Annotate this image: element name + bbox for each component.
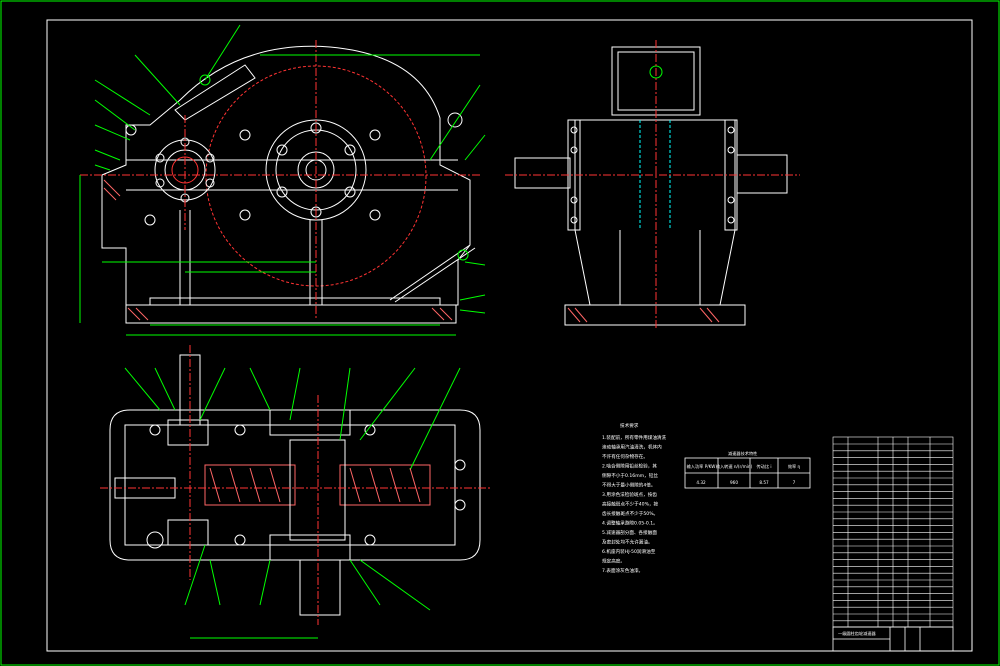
note-line: 齿长接触斑点不少于50%。 bbox=[602, 510, 658, 517]
notes-title: 技术要求 bbox=[620, 422, 639, 429]
spec-header-cell: 传动比 i bbox=[756, 463, 771, 470]
front-view bbox=[79, 24, 486, 336]
note-line: 4.调整轴承游隙0.05-0.1。 bbox=[602, 520, 658, 527]
note-line: 7.表面涂灰色油漆。 bbox=[602, 567, 643, 574]
note-line: 5.减速器剖分面、各接触面 bbox=[602, 529, 657, 536]
spec-header-cell: 输入功率 P/KW bbox=[687, 463, 716, 470]
note-line: 2.啮合侧隙用铅丝检验，其 bbox=[602, 463, 657, 470]
technical-notes: 技术要求 1.装配前，所有零件用煤油清洗滚动轴承用汽油清洗，机体内不许有任何杂物… bbox=[602, 422, 667, 574]
note-line: 侧隙不小于0.16mm，铅丝 bbox=[602, 472, 658, 479]
spec-header-cell: 效率 η bbox=[788, 463, 801, 470]
spec-value-cell: 4.32 bbox=[696, 480, 706, 485]
parts-list bbox=[832, 436, 954, 628]
title-block: 一级圆柱齿轮减速器 bbox=[832, 626, 954, 652]
note-line: 1.装配前，所有零件用煤油清洗 bbox=[602, 434, 667, 441]
note-line: 不得大于最小侧隙的4倍。 bbox=[602, 482, 655, 489]
note-line: 及密封处均不允许漏油。 bbox=[602, 539, 653, 546]
spec-table-title: 减速器技术特性 bbox=[728, 450, 757, 457]
spec-value-cell: 7 bbox=[793, 480, 796, 485]
note-line: 规定高度。 bbox=[602, 558, 625, 565]
note-line: 3.用涂色法检验斑点，按齿 bbox=[602, 491, 657, 498]
side-view bbox=[505, 40, 800, 330]
spec-value-cell: 8.57 bbox=[759, 480, 769, 485]
spec-value-cell: 960 bbox=[730, 480, 738, 485]
note-line: 6.机座内装HJ-50润滑油至 bbox=[602, 548, 656, 555]
note-line: 高接触斑点不少于40%，按 bbox=[602, 501, 659, 508]
spec-header-cell: 输入转速 n/(r/min) bbox=[716, 463, 753, 470]
note-line: 不许有任何杂物存在。 bbox=[602, 453, 648, 460]
note-line: 滚动轴承用汽油清洗，机体内 bbox=[602, 444, 662, 451]
title-block-name: 一级圆柱齿轮减速器 bbox=[838, 630, 877, 637]
top-view bbox=[100, 345, 490, 639]
